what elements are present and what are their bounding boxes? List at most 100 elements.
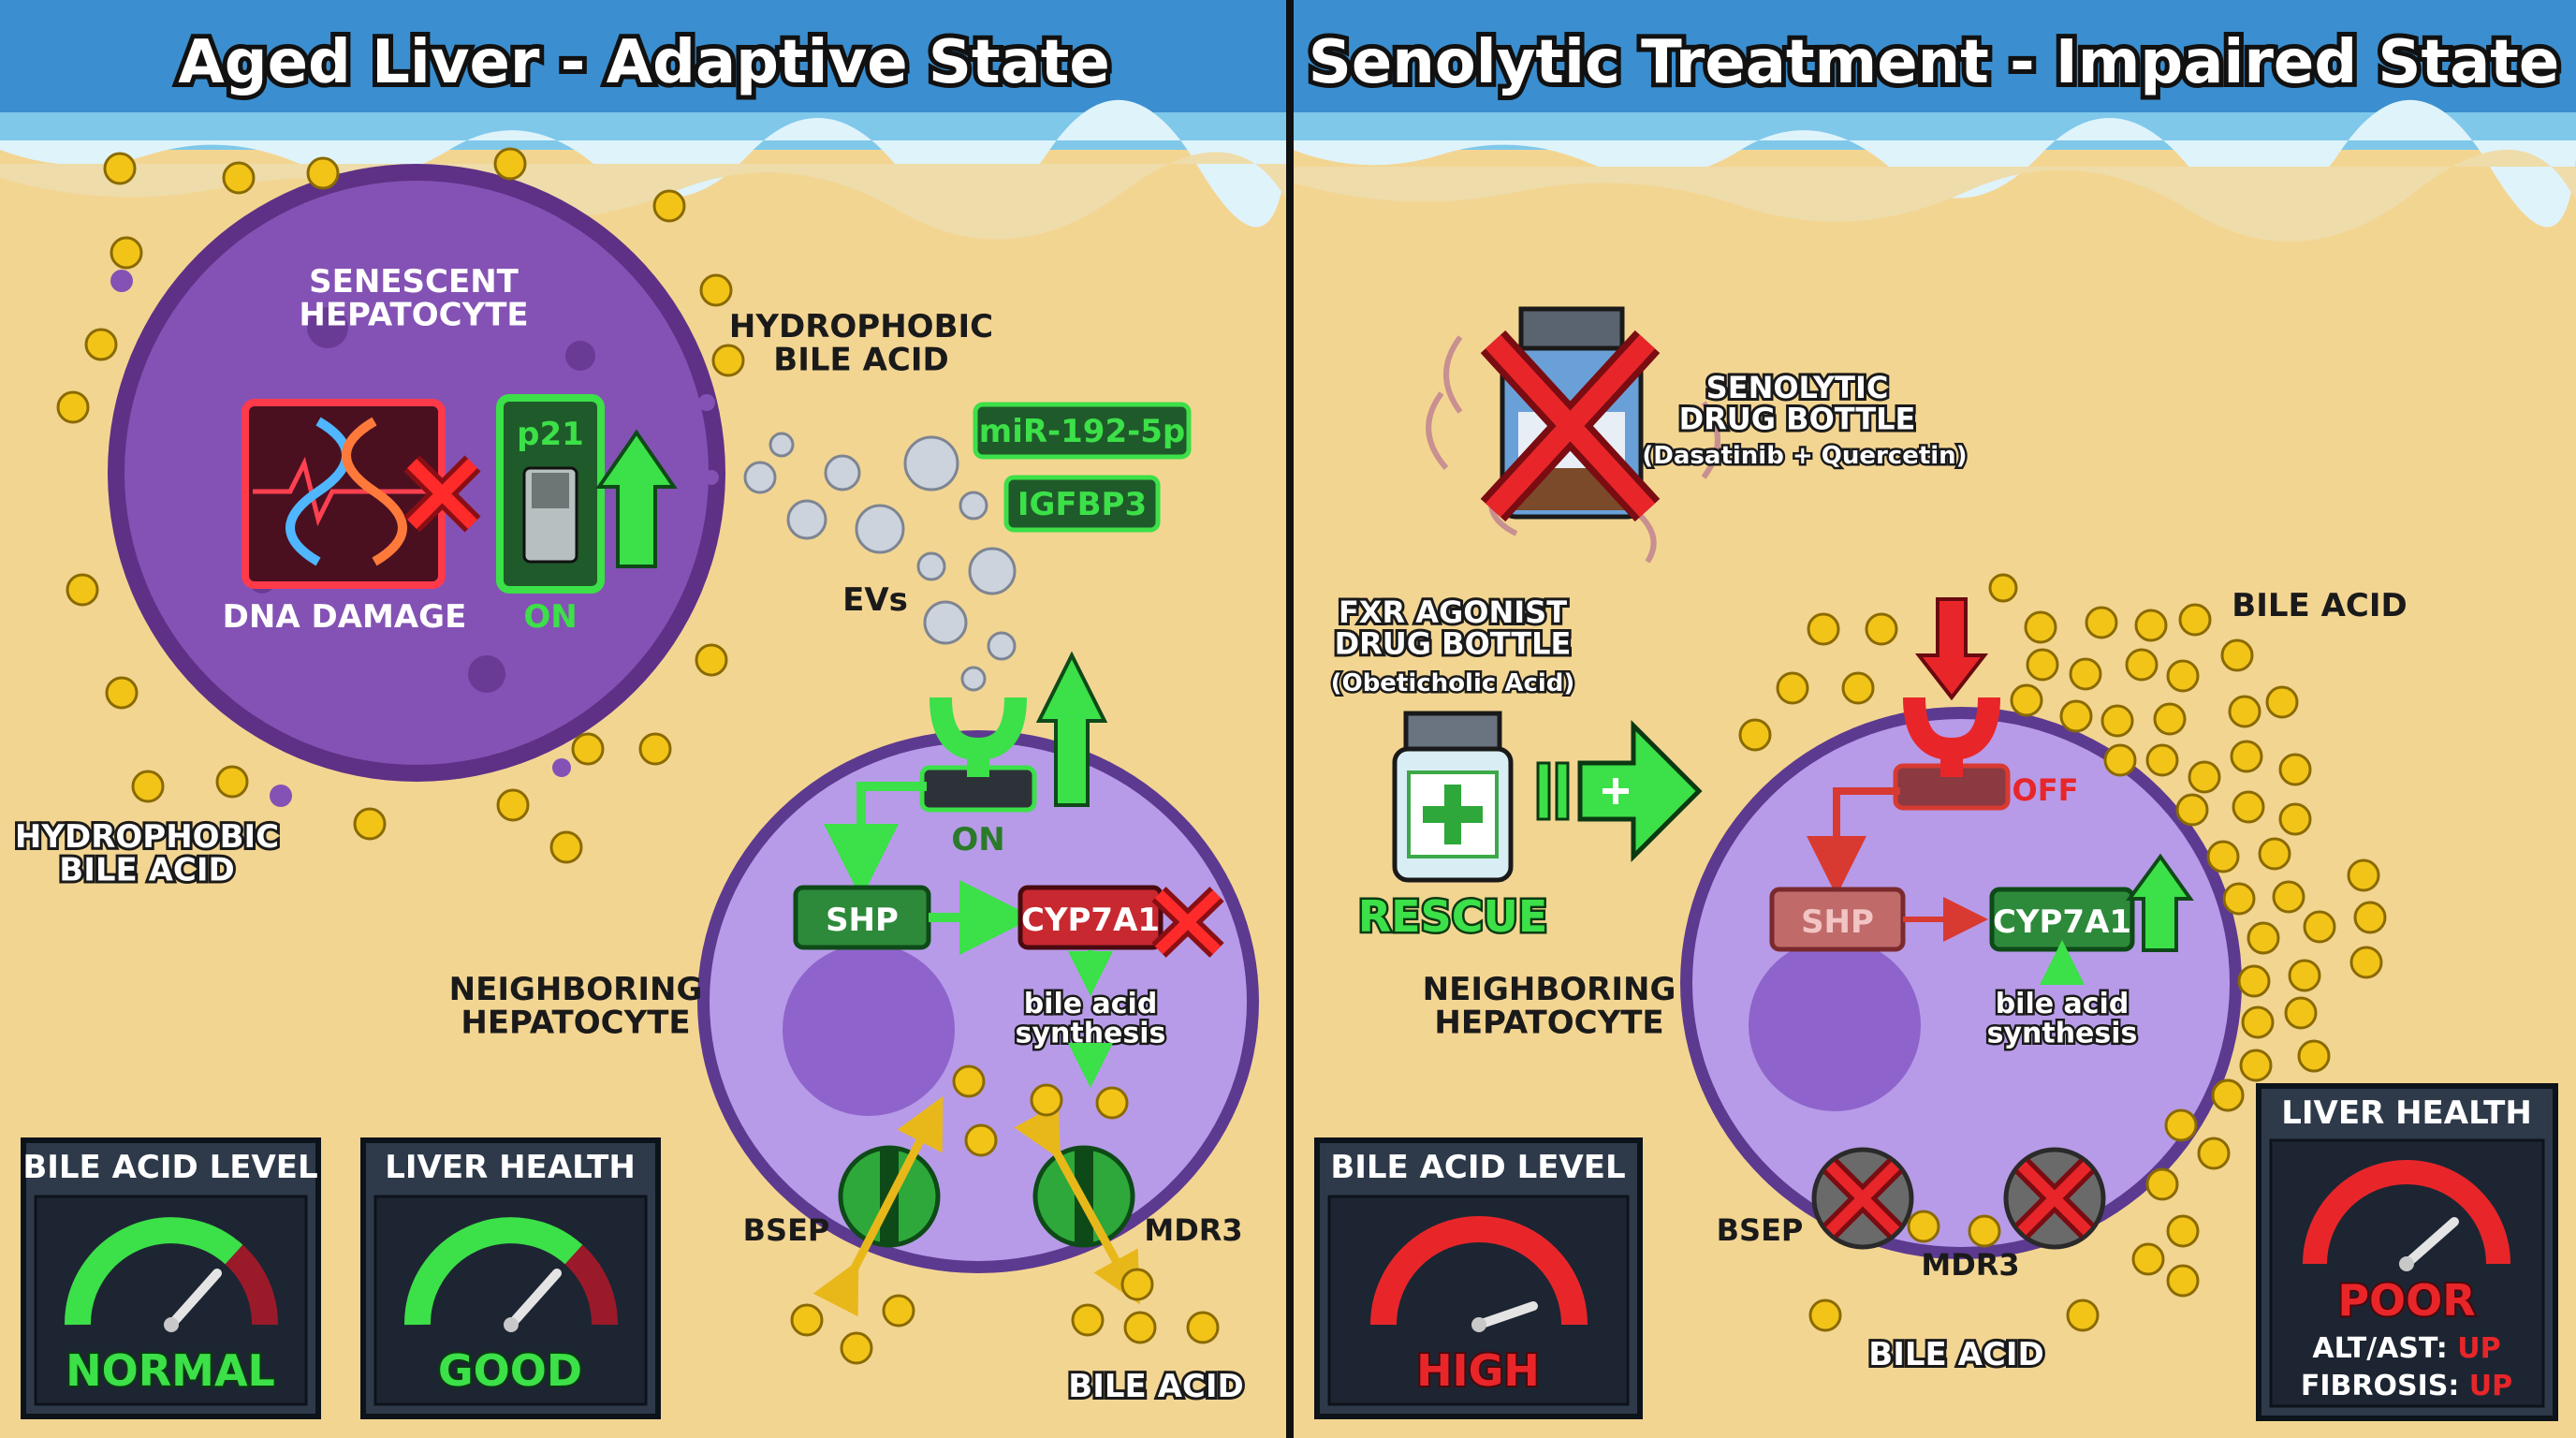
senolytic-cross-icon bbox=[1480, 330, 1661, 522]
bile-acid-dots-right bbox=[1738, 573, 2387, 1332]
mirna-badge bbox=[973, 402, 1192, 460]
right-title: Senolytic Treatment - Impaired State bbox=[1309, 28, 2560, 97]
p21-up-arrow-icon bbox=[595, 429, 678, 568]
alt-ast-value: UP bbox=[2457, 1332, 2500, 1365]
hydrophobic-top-line: HYDROPHOBIC bbox=[729, 308, 993, 345]
liver-health-gauge-right bbox=[2256, 1083, 2558, 1421]
cyp7a1-cross-icon bbox=[1151, 887, 1224, 958]
receptor-icon bbox=[1893, 697, 2011, 811]
fxr-sub-label: (Obeticholic Acid) bbox=[1331, 669, 1575, 697]
senescent-label-line-2: HEPATOCYTE bbox=[299, 297, 528, 334]
bile-acid-dots-left bbox=[56, 147, 1220, 1365]
gauge-needle-icon bbox=[1474, 1301, 1538, 1329]
mdr3-transporter-right-blocked bbox=[2003, 1147, 2106, 1250]
fibrosis-value: UP bbox=[2469, 1370, 2512, 1402]
cyp7a1-label-left: CYP7A1 bbox=[1021, 902, 1160, 939]
bile-acid-level-gauge-left bbox=[21, 1137, 321, 1419]
neighbor-left-line: NEIGHBORING bbox=[449, 971, 703, 1008]
gauge1-value-right: HIGH bbox=[1416, 1345, 1540, 1396]
receptor-up-arrow-icon bbox=[1035, 651, 1108, 807]
bile-acid-label-left: BILE ACID bbox=[1068, 1368, 1243, 1405]
cyp7a1-label-right: CYP7A1 bbox=[1993, 903, 2131, 941]
fxr-label-line: FXR AGONIST bbox=[1339, 594, 1567, 630]
bile-acid-label-right: BILE ACID bbox=[1868, 1336, 2043, 1373]
p21-label: p21 bbox=[517, 416, 584, 453]
liver-health-gauge-left bbox=[360, 1137, 661, 1419]
bsep-transporter-right-blocked bbox=[1811, 1147, 1914, 1250]
mdr3-label-left: MDR3 bbox=[1144, 1212, 1242, 1248]
igfbp3-badge bbox=[1003, 475, 1161, 533]
rescue-label: RESCUE bbox=[1358, 891, 1548, 942]
senolytic-label-line-2: DRUG BOTTLE bbox=[1679, 402, 1916, 437]
ocean-right bbox=[1293, 0, 2576, 242]
gauge1-value-left: NORMAL bbox=[66, 1345, 275, 1396]
p21-state-label: ON bbox=[523, 598, 577, 636]
synthesis-right-line-2: synthesis bbox=[1987, 1018, 2138, 1050]
hydrophobic-bottom-line-2: BILE ACID bbox=[59, 852, 234, 889]
senolytic-label-line: SENOLYTIC bbox=[1706, 370, 1889, 405]
dna-damage-box bbox=[242, 399, 446, 589]
fibrosis-line: FIBROSIS: UP bbox=[2301, 1370, 2512, 1402]
neighbor-right-line: NEIGHBORING bbox=[1423, 971, 1676, 1008]
mirna-label: miR-192-5p bbox=[979, 413, 1185, 450]
bile-acid-top-right: BILE ACID bbox=[2232, 587, 2407, 624]
panel-divider bbox=[1286, 0, 1294, 1438]
shp-label-right: SHP bbox=[1801, 903, 1874, 941]
bile-acid-level-gauge-right bbox=[1314, 1137, 1643, 1419]
receptor-icon bbox=[919, 697, 1037, 813]
gauge2-value-left: GOOD bbox=[438, 1345, 582, 1396]
neighbor-left-line-2: HEPATOCYTE bbox=[461, 1005, 690, 1042]
bsep-flux-arrow bbox=[812, 1095, 944, 1317]
left-title: Aged Liver - Adaptive State bbox=[178, 28, 1110, 97]
receptor-to-shp-arrow bbox=[824, 782, 927, 899]
neighbor-right-line-2: HEPATOCYTE bbox=[1434, 1005, 1663, 1042]
gauge1-title-left: BILE ACID LEVEL bbox=[22, 1149, 317, 1186]
cyp7a1-up-arrow-icon bbox=[2126, 853, 2194, 952]
rescue-arrow-icon bbox=[1536, 719, 1703, 863]
mdr3-flux-arrow bbox=[1014, 1103, 1140, 1305]
evs-label: EVs bbox=[842, 581, 908, 619]
dna-damage-label: DNA DAMAGE bbox=[223, 598, 467, 636]
receptor-state-right: OFF bbox=[2012, 772, 2079, 808]
gauge-needle-icon bbox=[167, 1269, 222, 1329]
synthesis-left-line: bile acid bbox=[1024, 988, 1158, 1020]
dna-helix-icon bbox=[285, 417, 351, 566]
receptor-to-shp-arrow-right bbox=[1807, 787, 1900, 896]
fibrosis-label: FIBROSIS: bbox=[2301, 1370, 2469, 1402]
mdr3-label-right: MDR3 bbox=[1921, 1247, 2019, 1283]
nucleus bbox=[783, 944, 955, 1116]
nucleus bbox=[1749, 939, 1921, 1111]
synthesis-right-line: bile acid bbox=[1996, 988, 2130, 1020]
bsep-label-right: BSEP bbox=[1717, 1212, 1804, 1248]
senescent-label-line: SENESCENT bbox=[309, 263, 520, 301]
gauge2-title-right: LIVER HEALTH bbox=[2281, 1094, 2532, 1132]
gauge-needle-icon bbox=[506, 1269, 562, 1329]
hydrophobic-top-line-2: BILE ACID bbox=[773, 342, 948, 379]
igfbp3-label: IGFBP3 bbox=[1017, 486, 1147, 523]
gauge1-title-right: BILE ACID LEVEL bbox=[1330, 1149, 1625, 1186]
alt-ast-line: ALT/AST: UP bbox=[2312, 1332, 2500, 1365]
inhibition-arrow-icon bbox=[1914, 597, 1989, 701]
bsep-label-left: BSEP bbox=[743, 1212, 830, 1248]
ev-bubbles bbox=[743, 432, 1017, 692]
gauge2-title-left: LIVER HEALTH bbox=[385, 1149, 636, 1186]
gauge-needle-icon bbox=[2402, 1217, 2459, 1269]
fxr-label-line-2: DRUG BOTTLE bbox=[1335, 626, 1572, 662]
shp-label-left: SHP bbox=[826, 902, 899, 939]
alt-ast-label: ALT/AST: bbox=[2312, 1332, 2457, 1365]
p21-switch-icon bbox=[496, 394, 605, 594]
fxr-drug-bottle-icon bbox=[1392, 711, 1514, 883]
dna-cross-icon bbox=[403, 455, 481, 533]
receptor-state-left: ON bbox=[951, 821, 1004, 858]
cyp7a1-box-left bbox=[1017, 885, 1164, 950]
senolytic-sub-label: (Dasatinib + Quercetin) bbox=[1642, 442, 1967, 470]
